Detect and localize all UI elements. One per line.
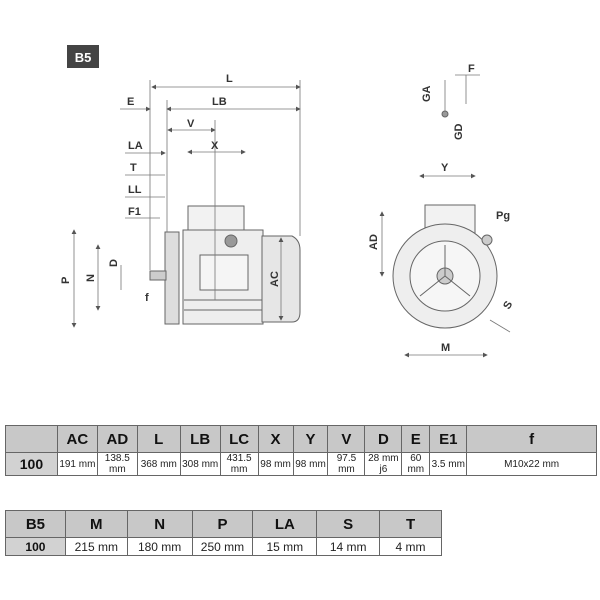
header-cell: E — [401, 425, 431, 453]
table-header-row: AC AD L LB LC X Y V D E E1 f — [5, 425, 597, 453]
front-view-labels: F GA GD Y Pg AD S M — [368, 63, 515, 354]
header-cell: AC — [56, 425, 98, 453]
header-cell: S — [316, 510, 381, 538]
svg-text:B5: B5 — [75, 50, 92, 65]
svg-text:S: S — [501, 299, 515, 311]
table-cell: 28 mm j6 — [364, 452, 403, 476]
header-cell: E1 — [429, 425, 468, 453]
svg-text:AC: AC — [269, 271, 281, 287]
header-cell: M — [64, 510, 128, 538]
header-cell: L — [136, 425, 181, 453]
header-cell: D — [364, 425, 403, 453]
table-cell: 431.5 mm — [219, 452, 259, 476]
svg-text:f: f — [145, 292, 149, 304]
header-cell: Y — [292, 425, 329, 453]
header-cell: B5 — [5, 510, 66, 538]
table-header-row: B5 M N P LA S T — [5, 510, 442, 538]
table-cell: 215 mm — [64, 537, 128, 556]
row-header: 100 — [5, 452, 58, 476]
table-cell: 14 mm — [316, 537, 381, 556]
svg-text:M: M — [441, 342, 450, 354]
table-row: 100 191 mm 138.5 mm 368 mm 308 mm 431.5 … — [5, 452, 597, 476]
row-header: 100 — [5, 537, 66, 556]
front-view-dimension-lines — [379, 74, 511, 358]
svg-text:GD: GD — [453, 123, 465, 140]
svg-text:Pg: Pg — [496, 210, 510, 222]
side-view-labels: L LB E V X LA T LL F1 f P N D AC — [60, 73, 281, 304]
table-cell: 3.5 mm — [429, 452, 468, 476]
svg-text:LB: LB — [212, 96, 227, 108]
svg-text:X: X — [211, 140, 219, 152]
table-cell: 368 mm — [136, 452, 181, 476]
svg-text:D: D — [108, 259, 120, 267]
svg-text:AD: AD — [368, 234, 380, 250]
svg-text:F: F — [468, 63, 475, 75]
header-cell: LB — [179, 425, 221, 453]
svg-text:L: L — [226, 73, 233, 85]
dimensions-table-b5: B5 M N P LA S T 100 215 mm 180 mm 250 mm… — [5, 510, 442, 556]
table-cell: 138.5 mm — [96, 452, 138, 476]
svg-text:V: V — [187, 118, 195, 130]
table-cell: M10x22 mm — [466, 452, 597, 476]
svg-text:GA: GA — [421, 85, 433, 102]
dimensions-table-main: AC AD L LB LC X Y V D E E1 f 100 191 mm … — [5, 425, 597, 476]
table-cell: 60 mm — [401, 452, 431, 476]
dimension-drawing: B5 L LB E V X LA T LL F1 — [60, 45, 515, 358]
b5-badge: B5 — [67, 45, 99, 68]
svg-text:LA: LA — [128, 140, 143, 152]
header-cell: P — [191, 510, 254, 538]
header-cell: LC — [219, 425, 259, 453]
svg-text:E: E — [127, 96, 134, 108]
svg-text:T: T — [130, 162, 137, 174]
table-cell: 15 mm — [252, 537, 318, 556]
svg-text:F1: F1 — [128, 206, 141, 218]
table-cell: 4 mm — [379, 537, 442, 556]
header-cell — [5, 425, 58, 453]
motor-side-view — [149, 205, 301, 325]
side-view-dimension-lines — [71, 80, 301, 328]
table-row: 100 215 mm 180 mm 250 mm 15 mm 14 mm 4 m… — [5, 537, 442, 556]
svg-text:P: P — [60, 277, 72, 284]
table-cell: 97.5 mm — [327, 452, 366, 476]
motor-front-view — [392, 110, 498, 329]
header-cell: V — [327, 425, 366, 453]
svg-text:Y: Y — [441, 162, 449, 174]
table-cell: 308 mm — [179, 452, 221, 476]
table-cell: 250 mm — [191, 537, 254, 556]
header-cell: N — [126, 510, 193, 538]
svg-text:LL: LL — [128, 184, 142, 196]
header-cell: LA — [252, 510, 318, 538]
table-cell: 98 mm — [292, 452, 329, 476]
header-cell: AD — [96, 425, 138, 453]
table-cell: 98 mm — [257, 452, 294, 476]
table-cell: 180 mm — [126, 537, 193, 556]
header-cell: T — [379, 510, 442, 538]
header-cell: f — [466, 425, 597, 453]
svg-text:N: N — [85, 274, 97, 282]
header-cell: X — [257, 425, 294, 453]
table-cell: 191 mm — [56, 452, 98, 476]
